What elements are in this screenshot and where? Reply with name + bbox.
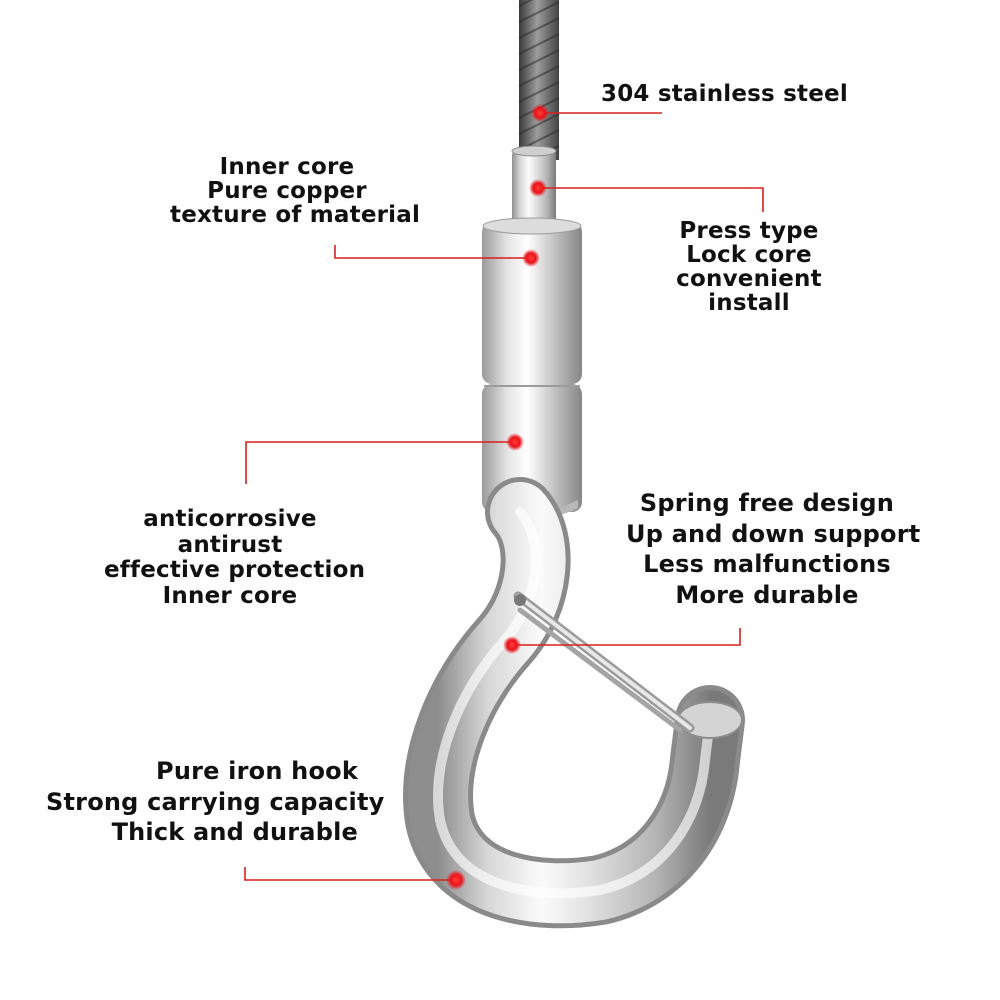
marker-dot [506,433,524,451]
marker-dot [531,104,549,122]
callout-line: Thick and durable [111,818,358,846]
steel-cable [518,0,560,167]
callout-line: antirust [177,531,283,558]
callout-line: anticorrosive [143,506,317,532]
callout-iron: Pure iron hook Strong carrying capacity … [46,756,385,848]
callout-press: Press type Lock core convenient install [665,219,833,315]
callout-steel: 304 stainless steel [601,82,848,106]
spring-latch [513,591,695,733]
callout-markers [446,104,549,890]
leader-line-press [538,187,764,212]
callout-line: Inner core [162,582,298,609]
callout-line: Inner core [219,154,355,180]
leader-line-iron [244,867,456,881]
leader-line-copper [334,245,531,259]
callout-line: Spring free design [639,489,895,517]
callout-line: Pure iron hook [156,757,358,785]
callout-line: effective protection [104,557,366,583]
callout-line: 304 stainless steel [601,81,848,107]
callout-spring: Spring free design Up and down support L… [626,488,921,610]
marker-dot [522,249,540,267]
marker-dot [529,179,547,197]
upper-cylinder [482,217,582,384]
callout-line: Up and down support [626,519,921,548]
callout-line: Pure copper [207,178,367,204]
marker-dot [503,636,521,654]
callout-line: install [708,290,790,316]
callout-line: Less malfunctions [643,550,891,578]
callout-line: convenient [676,266,822,292]
callout-anticorrosive: anticorrosive antirust effective protect… [104,506,366,609]
callout-line: Strong carrying capacity [46,787,385,816]
leader-line-spring [512,628,741,646]
callout-line: texture of material [170,202,421,228]
callout-copper: Inner core Pure copper texture of materi… [170,154,421,228]
leader-line-anticorrosive [245,441,515,484]
callout-line: Press type [679,218,819,244]
leader-lines [244,112,764,881]
callout-line: Lock core [686,242,812,268]
callout-line: More durable [675,580,859,609]
marker-dot [446,870,466,890]
